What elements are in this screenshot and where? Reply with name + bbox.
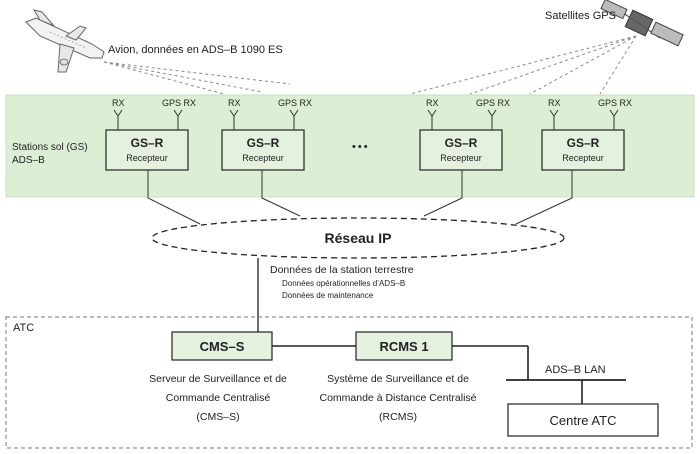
ground-station-box <box>221 129 305 171</box>
atc-region <box>5 316 693 449</box>
network-ellipse <box>151 217 565 259</box>
satellite-icon <box>600 0 684 47</box>
cms-desc-3: (CMS–S) <box>196 411 239 423</box>
rcms-box <box>355 331 453 361</box>
rcms-title: RCMS 1 <box>379 339 428 354</box>
cms-box <box>171 331 273 361</box>
network-label: Réseau IP <box>325 230 392 246</box>
rx-label: RX <box>228 98 241 108</box>
cms-title: CMS–S <box>200 339 245 354</box>
centre-atc-box <box>507 403 659 437</box>
ground-station: RX GPS RX GS–R Recepteur <box>221 98 312 171</box>
station-data-line2: Données de maintenance <box>282 291 374 300</box>
ground-station-title: GS–R <box>131 136 164 150</box>
ground-station-title: GS–R <box>247 136 280 150</box>
rx-antenna-icon <box>427 109 437 130</box>
satellite-signal <box>409 35 637 95</box>
ground-station: RX GPS RX GS–R Recepteur <box>541 98 632 171</box>
ground-station-title: GS–R <box>445 136 478 150</box>
gps-rx-label: GPS RX <box>476 98 510 108</box>
rcms-desc-1: Système de Surveillance et de <box>327 373 469 385</box>
ground-station-subtitle: Recepteur <box>126 153 168 163</box>
gps-antenna-icon <box>173 109 183 130</box>
rx-label: RX <box>426 98 439 108</box>
station-data-line1: Données opérationnelles d’ADS–B <box>282 279 405 288</box>
stations-group: RX GPS RX GS–R Recepteur RX GPS RX GS–R Recepte… <box>105 98 632 171</box>
ground-station: RX GPS RX GS–R Recepteur <box>419 98 510 171</box>
rcms-desc-2: Commande à Distance Centralisé <box>320 392 477 404</box>
ground-station-box <box>105 129 189 171</box>
station-links <box>147 170 573 225</box>
rx-label: RX <box>112 98 125 108</box>
ground-station: RX GPS RX GS–R Recepteur <box>105 98 196 171</box>
gps-antenna-icon <box>289 109 299 130</box>
gps-antenna-icon <box>487 109 497 130</box>
ground-station-box <box>419 129 503 171</box>
ground-band-label-1: Stations sol (GS) <box>12 142 88 153</box>
ground-band-label-2: ADS–B <box>12 155 45 166</box>
cms-desc-2: Commande Centralisé <box>166 392 271 404</box>
stations-ellipsis: ••• <box>352 141 370 153</box>
rcms-desc-3: (RCMS) <box>379 411 417 423</box>
gps-rx-label: GPS RX <box>278 98 312 108</box>
rx-antenna-icon <box>229 109 239 130</box>
rx-label: RX <box>548 98 561 108</box>
ground-station-subtitle: Recepteur <box>562 153 604 163</box>
ground-station-subtitle: Recepteur <box>242 153 284 163</box>
gps-rx-label: GPS RX <box>162 98 196 108</box>
aircraft-icon <box>25 9 105 73</box>
aircraft-label: Avion, données en ADS–B 1090 ES <box>108 44 283 56</box>
station-data-title: Données de la station terrestre <box>270 264 414 276</box>
gps-antenna-icon <box>609 109 619 130</box>
rx-antenna-icon <box>549 109 559 130</box>
atc-label: ATC <box>13 322 34 334</box>
ground-station-subtitle: Recepteur <box>440 153 482 163</box>
ground-station-title: GS–R <box>567 136 600 150</box>
satellite-label: Satellites GPS <box>545 10 616 22</box>
rx-antenna-icon <box>113 109 123 130</box>
aircraft-signal <box>103 61 291 95</box>
gps-rx-label: GPS RX <box>598 98 632 108</box>
lan-label: ADS–B LAN <box>545 364 606 376</box>
cms-desc-1: Serveur de Surveillance et de <box>149 373 287 385</box>
ground-station-box <box>541 129 625 171</box>
centre-atc-label: Centre ATC <box>550 413 617 428</box>
